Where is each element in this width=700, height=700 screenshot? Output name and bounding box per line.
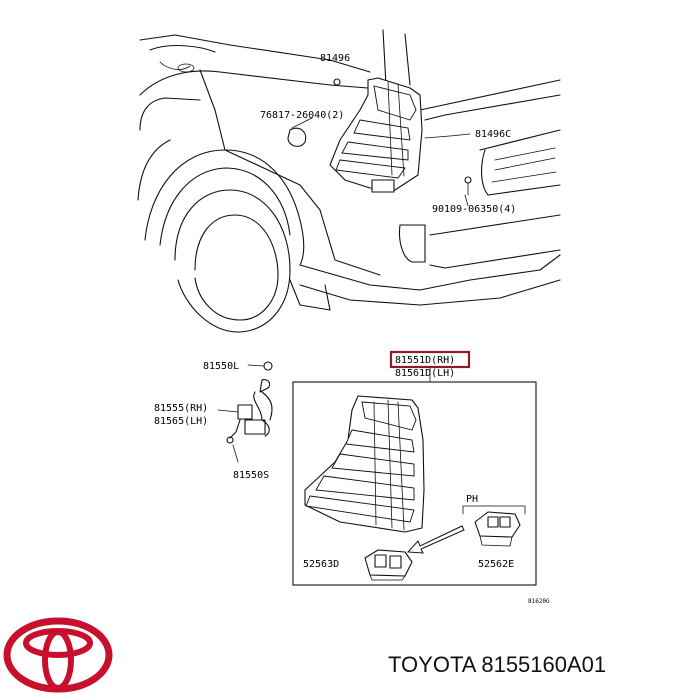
label-81550s: 81550S	[233, 470, 269, 481]
tail-lamp-illustration	[304, 395, 425, 533]
part-number-caption: TOYOTA 8155160A01	[388, 650, 688, 680]
label-81496: 81496	[320, 53, 350, 64]
highlight-box	[389, 350, 471, 369]
label-52563d: 52563D	[303, 559, 339, 570]
socket-wire-assembly	[217, 361, 273, 463]
lamp-assembly-frame	[292, 381, 537, 586]
label-81550l: 81550L	[203, 361, 239, 372]
direction-arrow	[406, 525, 465, 554]
brand-name: TOYOTA	[388, 652, 476, 677]
label-81551d: 81551D(RH)	[395, 355, 455, 366]
label-81561d: 81561D(LH)	[395, 368, 455, 379]
label-81496c: 81496C	[475, 129, 511, 140]
label-81565: 81565(LH)	[154, 416, 208, 427]
socket-52563d	[364, 549, 413, 581]
part-number: 8155160A01	[481, 652, 607, 677]
vehicle-rear-illustration	[137, 29, 561, 333]
toyota-logo-icon	[3, 617, 113, 693]
label-90109-06350: 90109-06350(4)	[432, 204, 516, 215]
figure-number: 81620G	[528, 598, 550, 605]
socket-52562e	[474, 511, 521, 547]
ph-bracket	[462, 505, 526, 515]
label-52562e: 52562E	[478, 559, 514, 570]
label-81555: 81555(RH)	[154, 403, 208, 414]
label-ph: PH	[466, 494, 478, 505]
label-76817-26040: 76817-26040(2)	[260, 110, 344, 121]
